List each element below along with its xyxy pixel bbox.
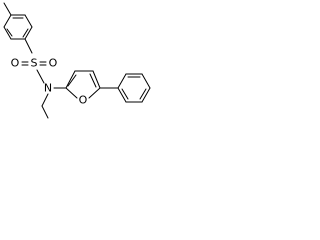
aryl-sulfur-bond — [24, 38, 33, 54]
atom-label-nitrogen: N — [44, 82, 52, 95]
methyl-bond — [3, 2, 12, 16]
sulfonyl-oxygen-bonds — [21, 61, 47, 66]
sulfur-nitrogen-bond — [36, 69, 45, 84]
atom-label-oxygen-left: O — [11, 57, 20, 70]
atom-label-sulfur: S — [31, 57, 38, 70]
phenyl-ring — [117, 73, 151, 103]
ethyl-group — [41, 93, 49, 119]
furan-ring — [65, 70, 101, 99]
atom-label-furan-oxygen: O — [79, 94, 88, 107]
atom-label-oxygen-right: O — [49, 57, 58, 70]
molecule-structure: S O O N O — [3, 2, 151, 119]
tolyl-ring — [3, 14, 33, 40]
